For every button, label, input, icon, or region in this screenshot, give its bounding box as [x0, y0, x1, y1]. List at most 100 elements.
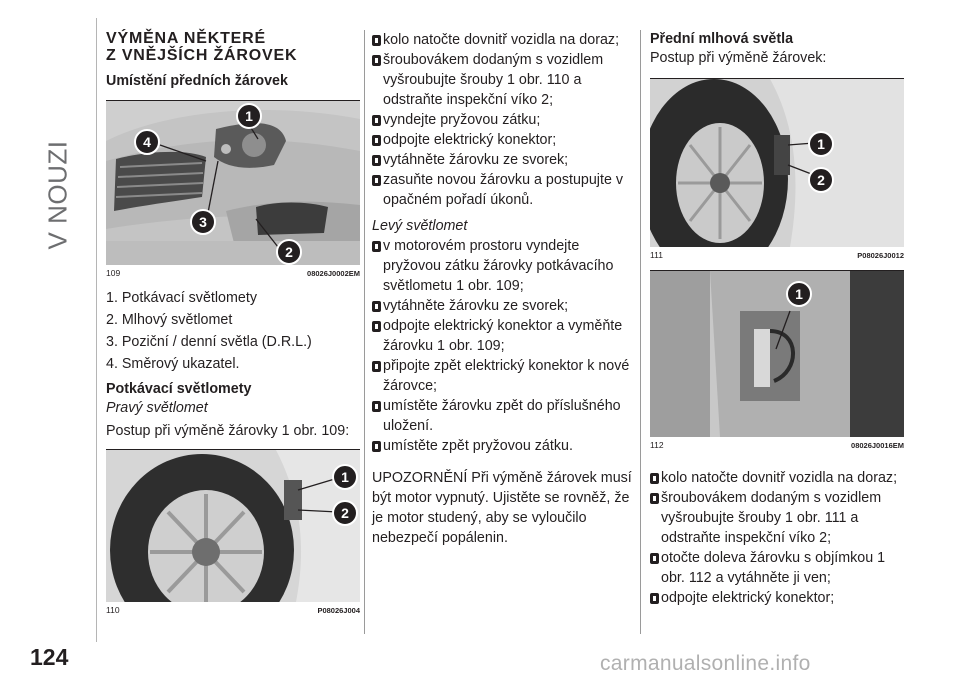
list-item: kolo natočte dovnitř vozidla na doraz;: [372, 30, 634, 50]
figure-rule: [106, 100, 360, 101]
figure-111-image: 1 2: [650, 79, 904, 247]
chapter-title-line: VÝMĚNA NĚKTERÉ: [106, 30, 266, 47]
bullet-icon: [372, 361, 381, 372]
chapter-title: VÝMĚNA NĚKTERÉ Z VNĚJŠÍCH ŽÁROVEK: [106, 30, 360, 64]
list-item: odpojte elektrický konektor;: [650, 588, 904, 608]
list-item-text: otočte doleva žárovku s objímkou 1 obr. …: [661, 550, 886, 586]
subsection-heading: Levý světlomet: [372, 218, 468, 234]
bullet-icon: [372, 55, 381, 66]
list-item-text: připojte zpět elektrický konektor k nové…: [383, 358, 630, 394]
legend-item: 2. Mlhový světlomet: [106, 312, 233, 328]
list-item: kolo natočte dovnitř vozidla na doraz;: [650, 468, 904, 488]
list-item: umístěte žárovku zpět do příslušného ulo…: [372, 396, 634, 436]
list-item: odpojte elektrický konektor;: [372, 130, 634, 150]
figure-111: 1 2 111 P08026J0012: [650, 78, 904, 264]
bullet-icon: [372, 441, 381, 452]
list-item: vytáhněte žárovku ze svorek;: [372, 296, 634, 316]
list-item-text: zasuňte novou žárovku a postupujte v opa…: [383, 172, 624, 208]
legend-item: 3. Poziční / denní světla (D.R.L.): [106, 334, 312, 350]
list-item-text: umístěte žárovku zpět do příslušného ulo…: [383, 398, 621, 434]
figure-rule: [650, 270, 904, 271]
fog-bulb-illustration: [650, 271, 904, 437]
figure-number: 110: [106, 605, 120, 615]
chapter-title-line: Z VNĚJŠÍCH ŽÁROVEK: [106, 47, 298, 64]
figure-code: P08026J0012: [857, 251, 904, 260]
figure-code: 08026J0002EM: [307, 269, 360, 278]
list-item-text: vytáhněte žárovku ze svorek;: [383, 298, 569, 314]
section-title: V NOUZI: [42, 140, 73, 250]
list-item-text: v motorovém prostoru vyndejte pryžovou z…: [383, 238, 614, 294]
list-item-text: vytáhněte žárovku ze svorek;: [383, 152, 569, 168]
list-item-text: vyndejte pryžovou zátku;: [383, 112, 541, 128]
figure-110-image: 1 2: [106, 450, 360, 602]
bullet-icon: [372, 135, 381, 146]
figure-number: 112: [650, 440, 664, 450]
list-item-text: odpojte elektrický konektor;: [661, 590, 835, 606]
bullet-icon: [372, 241, 381, 252]
figure-number: 111: [650, 250, 663, 260]
list-item: šroubovákem dodaným s vozidlem vyšroubuj…: [650, 488, 904, 548]
column-divider: [640, 30, 641, 634]
bullet-icon: [372, 321, 381, 332]
callout-1: 1: [786, 281, 812, 307]
column-3: Přední mlhová světla Postup při výměně ž…: [650, 30, 904, 608]
figure-caption: 109 08026J0002EM: [106, 265, 360, 282]
list-item-text: umístěte zpět pryžovou zátku.: [383, 438, 573, 454]
list-item-text: kolo natočte dovnitř vozidla na doraz;: [383, 32, 620, 48]
bullet-icon: [650, 553, 659, 564]
column-1: VÝMĚNA NĚKTERÉ Z VNĚJŠÍCH ŽÁROVEK Umístě…: [106, 30, 360, 619]
callout-1: 1: [332, 464, 358, 490]
list-item: šroubovákem dodaným s vozidlem vyšroubuj…: [372, 50, 634, 110]
list-item-text: šroubovákem dodaným s vozidlem vyšroubuj…: [383, 52, 604, 108]
bullet-icon: [650, 593, 659, 604]
car-front-illustration: [106, 101, 360, 265]
column-2: kolo natočte dovnitř vozidla na doraz; š…: [372, 30, 634, 548]
figure-109: 1 2 3 4 109 08026J0002EM: [106, 100, 360, 282]
bullet-icon: [372, 115, 381, 126]
figure-caption: 110 P08026J004: [106, 602, 360, 619]
callout-4: 4: [134, 129, 160, 155]
callout-2: 2: [276, 239, 302, 265]
figure-109-image: 1 2 3 4: [106, 101, 360, 265]
figure-code: P08026J004: [317, 606, 360, 615]
callout-3: 3: [190, 209, 216, 235]
figure-rule: [650, 78, 904, 79]
list-item: připojte zpět elektrický konektor k nové…: [372, 356, 634, 396]
list-item: vytáhněte žárovku ze svorek;: [372, 150, 634, 170]
bullet-icon: [650, 473, 659, 484]
warning-text: UPOZORNĚNÍ Při výměně žárovek musí být m…: [372, 470, 632, 546]
figure-code: 08026J0016EM: [851, 441, 904, 450]
subsection-heading: Pravý světlomet: [106, 400, 208, 416]
bullet-icon: [372, 401, 381, 412]
list-item: otočte doleva žárovku s objímkou 1 obr. …: [650, 548, 904, 588]
figure-110: 1 2 110 P08026J004: [106, 449, 360, 619]
page-number: 124: [30, 644, 69, 670]
list-item-text: odpojte elektrický konektor a vyměňte žá…: [383, 318, 623, 354]
figure-112-image: 1: [650, 271, 904, 437]
procedure-intro: Postup při výměně žárovky 1 obr. 109:: [106, 423, 350, 439]
subtitle: Umístění předních žárovek: [106, 73, 288, 89]
legend-item: 1. Potkávací světlomety: [106, 290, 257, 306]
bullet-icon: [650, 493, 659, 504]
callout-1: 1: [808, 131, 834, 157]
callout-2: 2: [332, 500, 358, 526]
fog-light-wheel-illustration: [650, 79, 904, 247]
list-item: v motorovém prostoru vyndejte pryžovou z…: [372, 236, 634, 296]
section-heading: Přední mlhová světla: [650, 31, 794, 47]
column-divider: [364, 30, 365, 634]
list-item-text: kolo natočte dovnitř vozidla na doraz;: [661, 470, 898, 486]
list-item: zasuňte novou žárovku a postupujte v opa…: [372, 170, 634, 210]
list-item: umístěte zpět pryžovou zátku.: [372, 436, 634, 456]
figure-caption: 112 08026J0016EM: [650, 437, 904, 454]
section-heading: Potkávací světlomety: [106, 381, 252, 397]
figure-caption: 111 P08026J0012: [650, 247, 904, 264]
procedure-intro: Postup při výměně žárovek:: [650, 50, 827, 66]
figure-rule: [106, 449, 360, 450]
list-item-text: šroubovákem dodaným s vozidlem vyšroubuj…: [661, 490, 882, 546]
figure-number: 109: [106, 268, 121, 278]
bullet-icon: [372, 175, 381, 186]
list-item: odpojte elektrický konektor a vyměňte žá…: [372, 316, 634, 356]
list-item-text: odpojte elektrický konektor;: [383, 132, 557, 148]
figure-112: 1 112 08026J0016EM: [650, 270, 904, 454]
callout-2: 2: [808, 167, 834, 193]
